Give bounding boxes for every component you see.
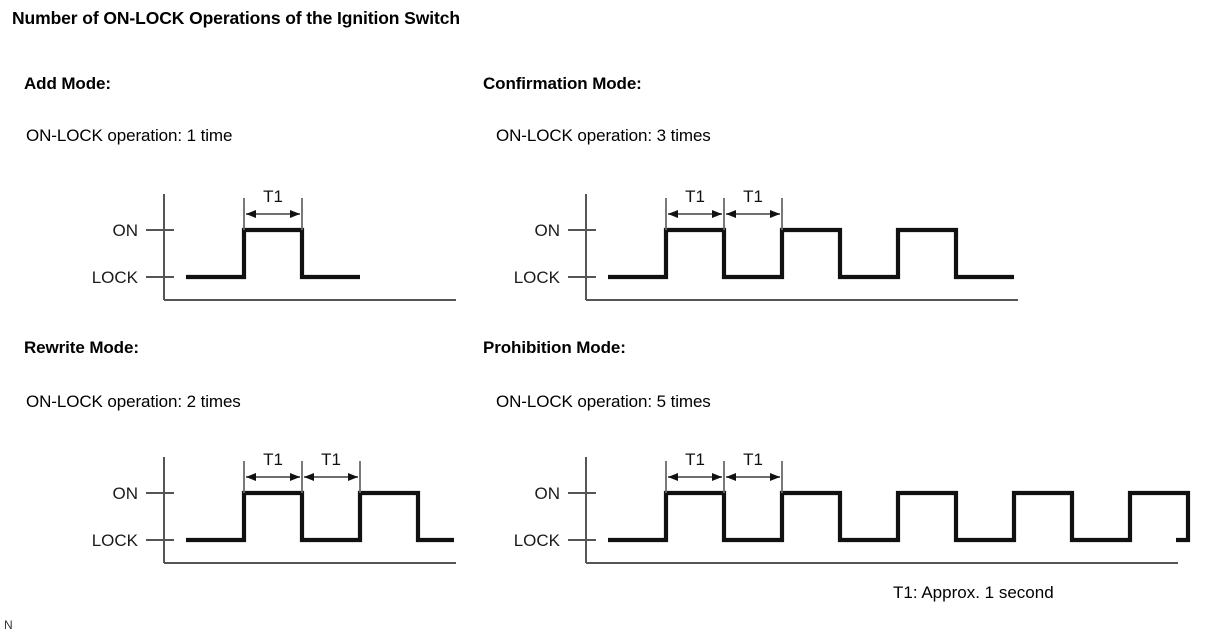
corner-mark: N: [4, 618, 13, 632]
panel-subtitle-add-mode: ON-LOCK operation: 1 time: [26, 126, 233, 145]
signal-waveform: [186, 490, 454, 543]
footnote-t1: T1: Approx. 1 second: [893, 583, 1054, 602]
dimension-label-t1: T1: [263, 450, 283, 469]
page-title: Number of ON-LOCK Operations of the Igni…: [12, 8, 460, 28]
waveform-svg-add-mode: ON LOCK T1: [92, 187, 456, 301]
signal-waveform: [186, 227, 360, 280]
axis-label-on: ON: [535, 484, 561, 503]
dimension-arrowhead-right: [290, 210, 300, 218]
dimension-label-t1: T1: [743, 450, 763, 469]
dimension-arrowhead-left: [726, 473, 736, 481]
dimension-label-t1: T1: [685, 450, 705, 469]
axis-label-lock: LOCK: [92, 268, 139, 287]
dimension-arrowhead-left: [726, 210, 736, 218]
panel-heading-add-mode: Add Mode:: [24, 74, 111, 93]
dimension-arrowhead-left: [304, 473, 314, 481]
waveform-svg-prohibition-mode: ON LOCK T1 T1: [514, 450, 1191, 564]
axis-label-on: ON: [113, 221, 139, 240]
signal-waveform: [608, 227, 1014, 280]
axis-label-lock: LOCK: [92, 531, 139, 550]
axis-label-lock: LOCK: [514, 268, 561, 287]
axis-label-lock: LOCK: [514, 531, 561, 550]
dimension-label-t1: T1: [685, 187, 705, 206]
waveform-confirmation-mode: ON LOCK T1 T1: [482, 180, 1022, 305]
dimension-arrowhead-right: [770, 210, 780, 218]
panel-heading-confirmation-mode: Confirmation Mode:: [483, 74, 642, 93]
waveform-prohibition-mode: ON LOCK T1 T1: [482, 443, 1191, 568]
dimension-arrowhead-left: [246, 473, 256, 481]
dimension-label-t1: T1: [263, 187, 283, 206]
panel-heading-prohibition-mode: Prohibition Mode:: [483, 338, 626, 357]
panel-heading-rewrite-mode: Rewrite Mode:: [24, 338, 139, 357]
panel-subtitle-prohibition-mode: ON-LOCK operation: 5 times: [496, 392, 711, 411]
dimension-arrowhead-right: [770, 473, 780, 481]
dimension-label-t1: T1: [743, 187, 763, 206]
dimension-arrowhead-right: [290, 473, 300, 481]
waveform-rewrite-mode: ON LOCK T1 T1: [60, 443, 460, 568]
dimension-arrowhead-left: [668, 473, 678, 481]
dimension-label-t1: T1: [321, 450, 341, 469]
dimension-arrowhead-right: [712, 210, 722, 218]
dimension-arrowhead-right: [712, 473, 722, 481]
panel-subtitle-rewrite-mode: ON-LOCK operation: 2 times: [26, 392, 241, 411]
axis-label-on: ON: [113, 484, 139, 503]
dimension-arrowhead-left: [246, 210, 256, 218]
dimension-arrowhead-right: [348, 473, 358, 481]
waveform-svg-rewrite-mode: ON LOCK T1 T1: [92, 450, 456, 564]
axis-label-on: ON: [535, 221, 561, 240]
signal-waveform: [608, 490, 1191, 543]
dimension-arrowhead-left: [668, 210, 678, 218]
panel-subtitle-confirmation-mode: ON-LOCK operation: 3 times: [496, 126, 711, 145]
waveform-svg-confirmation-mode: ON LOCK T1 T1: [514, 187, 1018, 301]
waveform-add-mode: ON LOCK T1: [60, 180, 460, 305]
